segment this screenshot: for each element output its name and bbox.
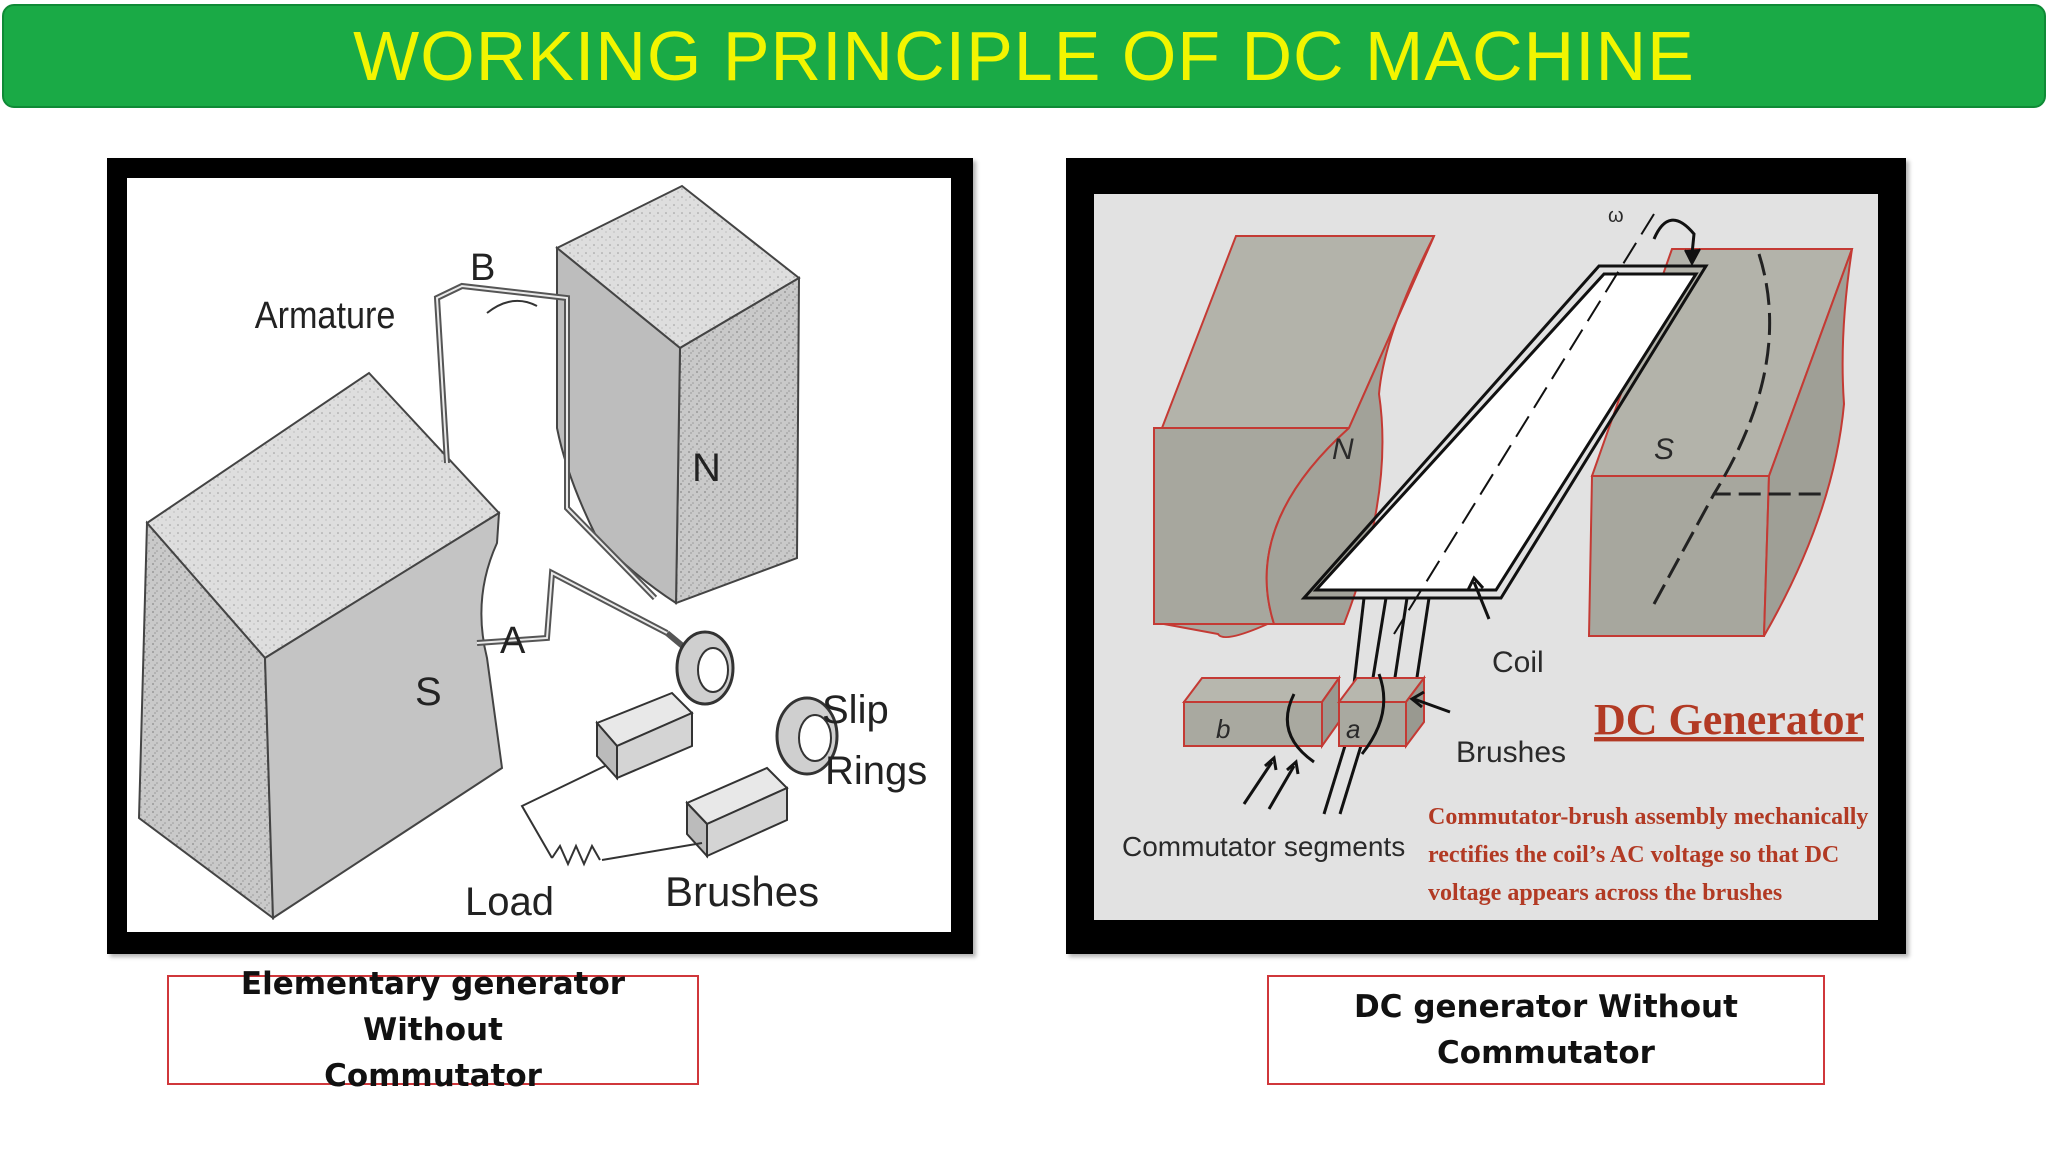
page-title: WORKING PRINCIPLE OF DC MACHINE — [353, 17, 1695, 95]
left-caption: Elementary generator Without Commutator — [240, 966, 626, 1094]
label-coil: Coil — [1492, 646, 1544, 679]
dc-generator-figure: ω N S Coil b a Brushes Commutator segmen… — [1066, 158, 1906, 954]
right-caption-box: DC generator Without Commutator — [1267, 975, 1825, 1085]
label-brushes: Brushes — [665, 868, 819, 915]
label-b: B — [470, 247, 495, 289]
label-armature: Armature — [255, 293, 396, 336]
coil — [1300, 213, 1709, 635]
label-slip: Slip — [822, 688, 889, 732]
label-s: S — [1654, 433, 1674, 466]
right-caption: DC generator Without Commutator — [1354, 989, 1738, 1071]
label-commutator-segments: Commutator segments — [1122, 831, 1405, 862]
label-brush-b: b — [1216, 714, 1230, 744]
commutator-brushes — [1182, 673, 1426, 764]
label-load: Load — [465, 880, 554, 924]
n-pole-magnet — [1153, 235, 1436, 638]
dc-generator-diagram: ω N S Coil b a Brushes Commutator segmen… — [1094, 194, 1878, 920]
rotation-arrow — [1652, 218, 1696, 255]
label-rings: Rings — [825, 749, 927, 793]
label-omega: ω — [1608, 205, 1624, 227]
s-pole-magnet — [137, 371, 504, 921]
note-line-2: rectifies the coil’s AC voltage so that … — [1428, 842, 1839, 868]
note-line-3: voltage appears across the brushes — [1428, 880, 1782, 906]
elementary-generator-figure: Armature B N S A Slip Rings Load Brushes — [107, 158, 973, 954]
label-a: A — [500, 620, 526, 662]
brushes — [595, 691, 789, 859]
load-resistor — [520, 765, 703, 867]
label-s: S — [415, 670, 442, 714]
slip-rings — [675, 630, 839, 776]
left-caption-box: Elementary generator Without Commutator — [167, 966, 699, 1094]
label-n: N — [1332, 433, 1354, 466]
label-brush-a: a — [1346, 714, 1360, 744]
rotation-arrow — [486, 299, 538, 314]
note-line-1: Commutator-brush assembly mechanically — [1428, 804, 1868, 830]
n-pole-magnet — [555, 184, 801, 605]
label-brushes: Brushes — [1456, 736, 1566, 769]
label-n: N — [692, 446, 721, 490]
elementary-generator-diagram: Armature B N S A Slip Rings Load Brushes — [127, 178, 951, 932]
dc-generator-heading: DC Generator — [1594, 695, 1864, 744]
title-bar: WORKING PRINCIPLE OF DC MACHINE — [2, 4, 2046, 108]
